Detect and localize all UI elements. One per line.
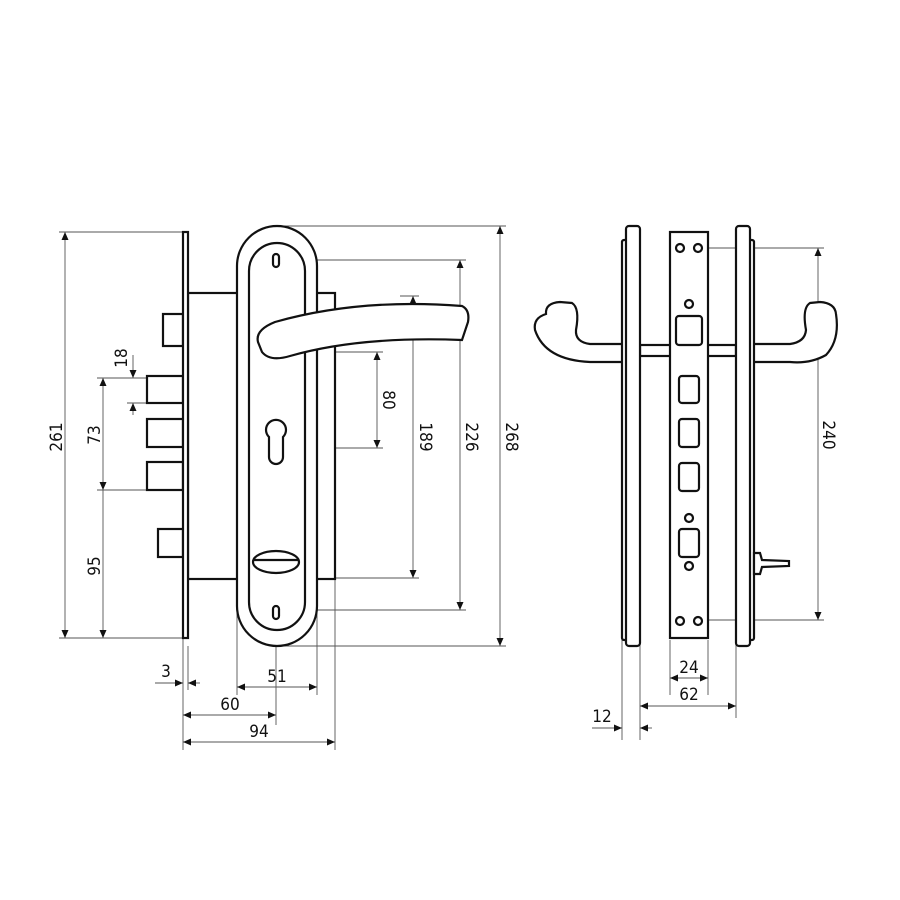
front-view: [145, 224, 470, 648]
dimension-arrow: [129, 403, 137, 411]
dim-80: 80: [378, 390, 398, 409]
strike-plate: [668, 230, 710, 640]
dim-24: 24: [679, 658, 698, 678]
dimension-arrow: [814, 248, 822, 256]
dimension-arrow: [183, 711, 191, 719]
dim-189: 189: [415, 422, 435, 451]
dimension-arrow: [700, 674, 708, 682]
handle-right: [748, 300, 838, 364]
dimension-arrow: [175, 679, 183, 687]
dimension-arrow: [640, 702, 648, 710]
dimension-arrow: [670, 674, 678, 682]
dimension-arrow: [99, 378, 107, 386]
strike-holes: [674, 242, 704, 627]
dimension-arrow: [409, 570, 417, 578]
latch-bolt: [161, 312, 185, 348]
dimension-arrow: [268, 711, 276, 719]
dim-94: 94: [249, 722, 268, 742]
dimension-arrow: [237, 683, 245, 691]
dimension-arrow: [309, 683, 317, 691]
dimension-arrow: [456, 602, 464, 610]
deadbolt-1: [145, 374, 185, 405]
dimension-arrow: [496, 226, 504, 234]
dim-73: 73: [85, 425, 105, 444]
dimension-arrow: [183, 738, 191, 746]
dimension-labels: 261 73 95 18 80 189 226 268 3 51 60 94 2…: [47, 348, 838, 742]
dimension-arrow: [327, 738, 335, 746]
keyhole-icon: [264, 418, 288, 466]
dimension-arrow: [61, 232, 69, 240]
dimension-arrow: [456, 260, 464, 268]
deadbolt-2: [145, 417, 185, 449]
dim-51: 51: [267, 667, 286, 687]
deadbolt-3: [145, 460, 185, 492]
thumb-turn: [251, 549, 301, 575]
dim-60: 60: [220, 695, 239, 715]
screw-slot-top: [271, 252, 281, 269]
dim-18: 18: [112, 348, 132, 367]
dimension-arrow: [496, 638, 504, 646]
dim-95: 95: [85, 556, 105, 575]
dim-240: 240: [818, 420, 838, 449]
handle-left: [533, 300, 628, 364]
dim-3: 3: [161, 662, 171, 682]
dimension-arrow: [99, 482, 107, 490]
dimension-arrow: [640, 724, 648, 732]
thumb-turn-tab: [752, 551, 791, 576]
dimension-arrow: [373, 352, 381, 360]
side-view: [533, 224, 838, 648]
plate-left: [624, 224, 642, 648]
screw-slot-bottom: [271, 604, 281, 621]
dimension-arrow: [61, 630, 69, 638]
escutcheon-inner: [247, 241, 307, 632]
dim-268: 268: [501, 422, 521, 451]
night-latch: [156, 527, 185, 559]
lever-handle: [256, 302, 470, 360]
dimension-arrow: [728, 702, 736, 710]
dim-226: 226: [461, 422, 481, 451]
dimension-arrow: [99, 630, 107, 638]
dimension-arrow: [614, 724, 622, 732]
dim-261: 261: [47, 422, 67, 451]
dimension-arrow: [129, 370, 137, 378]
dimension-arrow: [188, 679, 196, 687]
dimension-arrow: [373, 440, 381, 448]
dim-12: 12: [592, 707, 611, 727]
faceplate: [181, 230, 190, 640]
dim-62: 62: [679, 685, 698, 705]
plate-right: [734, 224, 752, 648]
dimension-arrow: [409, 296, 417, 304]
dimension-arrow: [814, 612, 822, 620]
dimension-lines: [59, 225, 824, 750]
